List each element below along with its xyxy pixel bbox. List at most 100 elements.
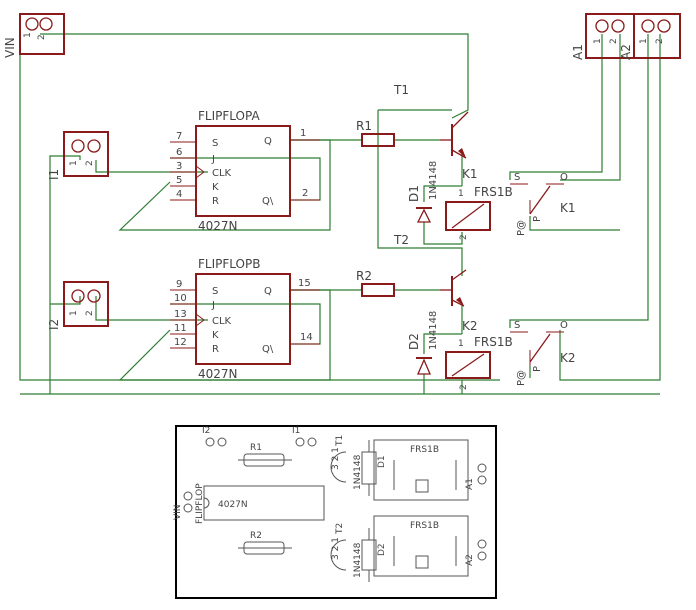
flipflop-a-pin-num: 7	[176, 131, 182, 142]
k2-switch-o: O	[560, 320, 568, 331]
board-t1-label: T1	[335, 435, 345, 447]
board-d2: 1N4148 D2	[353, 528, 387, 582]
k2-switch-label: K2	[560, 351, 576, 365]
r2-label: R2	[356, 269, 372, 283]
vin-pin1: 1	[23, 32, 33, 38]
flipflop-a-pin-label: J	[211, 154, 215, 165]
k2-value: FRS1B	[474, 335, 513, 349]
flipflop-a-pin-num: 3	[176, 161, 182, 172]
flipflop-b-left-pins: 9 10 13 11 12 S J CLK K R	[170, 279, 232, 355]
k1-coil-pin2: 2	[459, 234, 469, 240]
board-r2-label: R2	[250, 531, 262, 541]
relay-k2-coil: K2 FRS1B 1 2	[445, 319, 513, 390]
flipflop-a-pin-num: 6	[176, 147, 182, 158]
k2-switch-p: P	[532, 366, 543, 372]
k2-coil-pin2: 2	[459, 384, 469, 390]
flipflop-a-name: FLIPFLOPA	[198, 109, 260, 123]
flipflop-b-pin-label: S	[212, 286, 218, 297]
i2-pin2: 2	[85, 310, 95, 316]
d1-label: D1	[407, 185, 421, 202]
k1-switch-label: K1	[560, 201, 576, 215]
resistor-r1: R1	[356, 119, 395, 147]
relay-k1-coil: K1 FRS1B 1 2	[445, 167, 513, 240]
i2-connector: 1 2 I2	[47, 281, 109, 330]
flipflop-a-pin-label: R	[212, 196, 219, 207]
flipflop-a-pin-num: 4	[176, 189, 182, 200]
flipflop-a: FLIPFLOPA 4027N 7 6 3 5 4 S J CLK K R 1 …	[170, 109, 320, 233]
board-t2: 3 2 1 T2	[330, 523, 347, 571]
flipflop-b-pin-num: 12	[174, 337, 187, 348]
flipflop-b-pin-num: 10	[174, 293, 187, 304]
board-i2-label: I2	[202, 426, 210, 436]
transistor-t2: T2	[393, 233, 467, 307]
flipflop-a-pin-num: 1	[300, 128, 306, 139]
flipflop-b-pin-num: 11	[174, 323, 187, 334]
board-t2-label: T2	[335, 523, 345, 535]
flipflop-b: FLIPFLOPB 4027N 9 10 13 11 12 S J CLK K …	[170, 257, 320, 381]
board-t-pins: 3 2 1	[331, 447, 341, 470]
a1-label: A1	[571, 44, 585, 60]
a1-pin2: 2	[609, 38, 619, 44]
board-ic-label: 4027N	[218, 500, 248, 510]
k1-switch-s: S	[514, 172, 520, 183]
i1-connector: 1 2 I1	[47, 131, 109, 180]
flipflop-b-pin-label: CLK	[212, 316, 232, 327]
board-d1: 1N4148 D1	[353, 440, 387, 496]
flipflop-a-pin-label: CLK	[212, 168, 232, 179]
flipflop-b-pin-num: 14	[300, 332, 313, 343]
a2-pin2: 2	[655, 38, 665, 44]
a2-pin1: 1	[639, 38, 649, 44]
board-relay1: FRS1B A1	[373, 439, 487, 501]
board-flipflop-label: FLIPFLOP	[195, 483, 205, 524]
board-vin-label: VIN	[173, 504, 183, 520]
board-a1-label: A1	[465, 478, 475, 490]
k2-switch-pa: P@	[516, 370, 527, 386]
resistor-r2: R2	[356, 269, 395, 297]
d2-value: 1N4148	[428, 311, 439, 350]
board-ic: 4027N FLIPFLOP VIN	[173, 483, 325, 524]
vin-label: VIN	[3, 37, 17, 58]
transistor-t1: T1	[393, 83, 469, 159]
vin-pin2: 2	[37, 34, 47, 40]
board-d1-value: 1N4148	[353, 454, 363, 490]
board-i1-pads: I1	[292, 426, 317, 447]
k2-coil-pin1: 1	[458, 339, 464, 349]
flipflop-b-name: FLIPFLOPB	[198, 257, 260, 271]
k2-switch-s: S	[514, 320, 520, 331]
flipflop-b-pin-label: Q\	[262, 344, 274, 355]
flipflop-b-pin-label: R	[212, 344, 219, 355]
board-d2-label: D2	[377, 543, 387, 556]
board-relay2-label: FRS1B	[410, 521, 439, 531]
board-i1-label: I1	[292, 426, 300, 436]
i1-pin2: 2	[85, 160, 95, 166]
d2-label: D2	[407, 333, 421, 350]
board-r2: R2	[238, 531, 292, 555]
vin-connector: 1 2 VIN	[3, 13, 65, 58]
flipflop-b-pin-label: Q	[264, 286, 272, 297]
board-relay2: FRS1B A2	[373, 515, 487, 577]
board-d2-value: 1N4148	[353, 542, 363, 578]
k1-switch-pa: P@	[516, 220, 527, 236]
flipflop-b-pin-num: 9	[176, 279, 182, 290]
t2-label: T2	[393, 233, 409, 247]
k1-value: FRS1B	[474, 185, 513, 199]
a2-label: A2	[619, 44, 633, 60]
board-a2-label: A2	[465, 554, 475, 566]
k1-switch-o: O	[560, 172, 568, 183]
board-d1-label: D1	[377, 455, 387, 468]
r1-label: R1	[356, 119, 372, 133]
flipflop-b-pin-num: 13	[174, 309, 187, 320]
i2-label: I2	[47, 319, 61, 330]
flipflop-b-right-pins: 15 14 Q Q\	[262, 278, 320, 355]
board-i2-pads: I2	[202, 426, 227, 447]
diode-d1: D1 1N4148	[407, 161, 439, 223]
flipflop-a-pin-label: S	[212, 138, 218, 149]
flipflop-a-pin-label: Q	[264, 136, 272, 147]
board-r1-label: R1	[250, 443, 262, 453]
k2-label: K2	[462, 319, 478, 333]
flipflop-a-pin-num: 5	[176, 175, 182, 186]
flipflop-b-pin-label: J	[211, 300, 215, 311]
flipflop-a-left-pins: 7 6 3 5 4 S J CLK K R	[170, 131, 232, 207]
t1-label: T1	[393, 83, 409, 97]
